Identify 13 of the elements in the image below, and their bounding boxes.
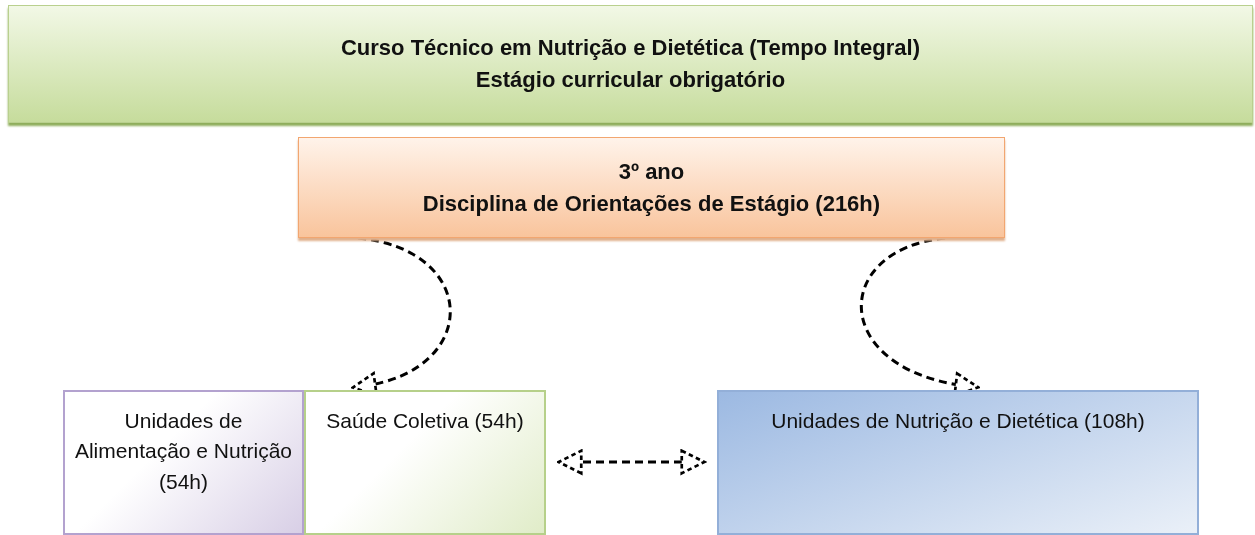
process-box xyxy=(304,390,546,535)
box-label: Estágio curricular obrigatório xyxy=(475,66,786,94)
box-label: Saúde Coletiva (54h) xyxy=(326,408,524,434)
process-box xyxy=(298,137,1005,238)
box-label: Disciplina de Orientações de Estágio (216h) xyxy=(422,189,881,218)
process-box xyxy=(717,390,1199,535)
box-label: Unidades de Nutrição e Dietética (108h) xyxy=(771,408,1145,434)
curved-arrow xyxy=(557,449,706,475)
box-label: 3º ano xyxy=(618,157,685,186)
title-banner xyxy=(8,5,1253,123)
box-label: Unidades de Alimentação e Nutrição (54h) xyxy=(73,408,294,495)
process-box xyxy=(63,390,304,535)
title-text: Curso Técnico em Nutrição e Dietética (Tempo Integral) xyxy=(340,34,920,63)
